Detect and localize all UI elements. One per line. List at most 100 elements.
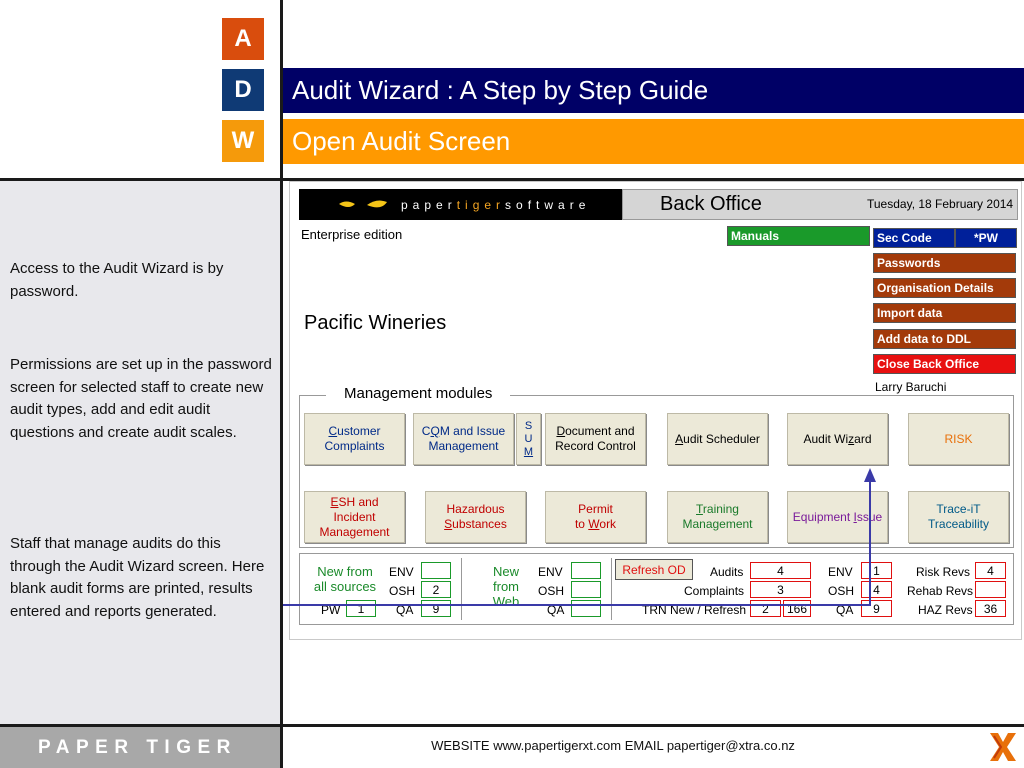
management-modules-group [299, 395, 1014, 548]
current-date: Tuesday, 18 February 2014 [867, 197, 1014, 211]
risk-button[interactable]: RISK [908, 413, 1009, 465]
user-name: Larry Baruchi [875, 380, 947, 394]
logo-text: software [505, 197, 591, 212]
window-title: Back Office [660, 193, 762, 215]
web-env-label: ENV [538, 565, 563, 579]
sum-letter: U [524, 432, 533, 445]
footer-divider [0, 724, 1024, 727]
haz-revs-value[interactable]: 36 [975, 600, 1006, 617]
back-office-window: paper tiger software Back Office Tuesday… [289, 181, 1022, 640]
risk-osh-label: OSH [828, 584, 855, 598]
add-data-to-ddl-button[interactable]: Add data to DDL [873, 329, 1016, 349]
web-osh-label: OSH [538, 584, 565, 598]
logo-text-accent: tiger [456, 197, 506, 212]
pw-label: PW [321, 603, 341, 617]
stats-divider [461, 558, 462, 620]
risk-revs-label: Risk Revs [916, 565, 971, 579]
module-label: Equipment Issue [792, 509, 883, 524]
all-pw-value[interactable]: 1 [346, 600, 376, 617]
module-label: Audit Wizard [803, 431, 872, 446]
letter-w-block: W [222, 120, 264, 162]
manuals-button[interactable]: Manuals [727, 226, 870, 246]
osh-label: OSH [389, 584, 416, 598]
module-label: RISK [944, 431, 973, 446]
risk-env-label: ENV [828, 565, 853, 579]
vertical-divider [280, 0, 283, 768]
sum-letter: M [523, 445, 534, 458]
web-qa-value[interactable] [571, 600, 601, 617]
audits-value[interactable]: 4 [750, 562, 811, 579]
web-env-value[interactable] [571, 562, 601, 579]
env-label: ENV [389, 565, 414, 579]
sum-button[interactable]: S U M [516, 413, 541, 465]
slide-title: Audit Wizard : A Step by Step Guide [283, 68, 1024, 113]
sec-code-value[interactable]: *PW [955, 228, 1017, 248]
module-label: S U M [524, 420, 533, 459]
complaints-label: Complaints [684, 584, 745, 598]
risk-osh-value[interactable]: 4 [861, 581, 892, 598]
all-qa-value[interactable]: 9 [421, 600, 451, 617]
company-name: Pacific Wineries [304, 312, 447, 334]
module-label: Audit Scheduler [675, 431, 760, 446]
refresh-od-button[interactable]: Refresh OD [615, 559, 693, 580]
footer-brand: PAPER TIGER [0, 727, 280, 768]
close-back-office-button[interactable]: Close Back Office [873, 354, 1016, 374]
risk-env-value[interactable]: 1 [861, 562, 892, 579]
management-modules-label: Management modules [326, 385, 511, 402]
logo-text: paper [401, 197, 457, 212]
import-data-button[interactable]: Import data [873, 303, 1016, 323]
organisation-details-button[interactable]: Organisation Details [873, 278, 1016, 298]
stats-divider [611, 558, 612, 620]
complaints-value[interactable]: 3 [750, 581, 811, 598]
web-osh-value[interactable] [571, 581, 601, 598]
rehab-revs-label: Rehab Revs [907, 584, 974, 598]
haz-revs-label: HAZ Revs [918, 603, 973, 617]
rehab-revs-value[interactable] [975, 581, 1006, 598]
letter-a-block: A [222, 18, 264, 60]
trn-label: TRN New / Refresh [642, 603, 747, 617]
all-osh-value[interactable]: 2 [421, 581, 451, 598]
trn-new-value[interactable]: 2 [750, 600, 781, 617]
slide-subtitle: Open Audit Screen [283, 119, 1024, 164]
footer-contact: WEBSITE www.papertigerxt.com EMAIL paper… [431, 738, 795, 753]
all-env-value[interactable] [421, 562, 451, 579]
qa-label: QA [396, 603, 414, 617]
risk-qa-value[interactable]: 9 [861, 600, 892, 617]
notes-panel: Access to the Audit Wizard is by passwor… [0, 181, 280, 724]
sum-letter: S [524, 419, 533, 432]
audits-label: Audits [710, 565, 744, 579]
audit-wizard-button[interactable]: Audit Wizard [787, 413, 888, 465]
risk-revs-value[interactable]: 4 [975, 562, 1006, 579]
equipment-issue-button[interactable]: Equipment Issue [787, 491, 888, 543]
web-qa-label: QA [547, 603, 565, 617]
letter-d-block: D [222, 69, 264, 111]
audit-scheduler-button[interactable]: Audit Scheduler [667, 413, 768, 465]
sec-code-label: Sec Code [873, 228, 955, 248]
passwords-button[interactable]: Passwords [873, 253, 1016, 273]
trn-refresh-value[interactable]: 166 [783, 600, 811, 617]
x-logo-icon [990, 733, 1016, 761]
note-paragraph: Access to the Audit Wizard is by passwor… [10, 260, 224, 300]
tiger-eyes-icon [339, 200, 387, 208]
header-divider [0, 178, 1024, 181]
edition-label: Enterprise edition [301, 227, 403, 242]
